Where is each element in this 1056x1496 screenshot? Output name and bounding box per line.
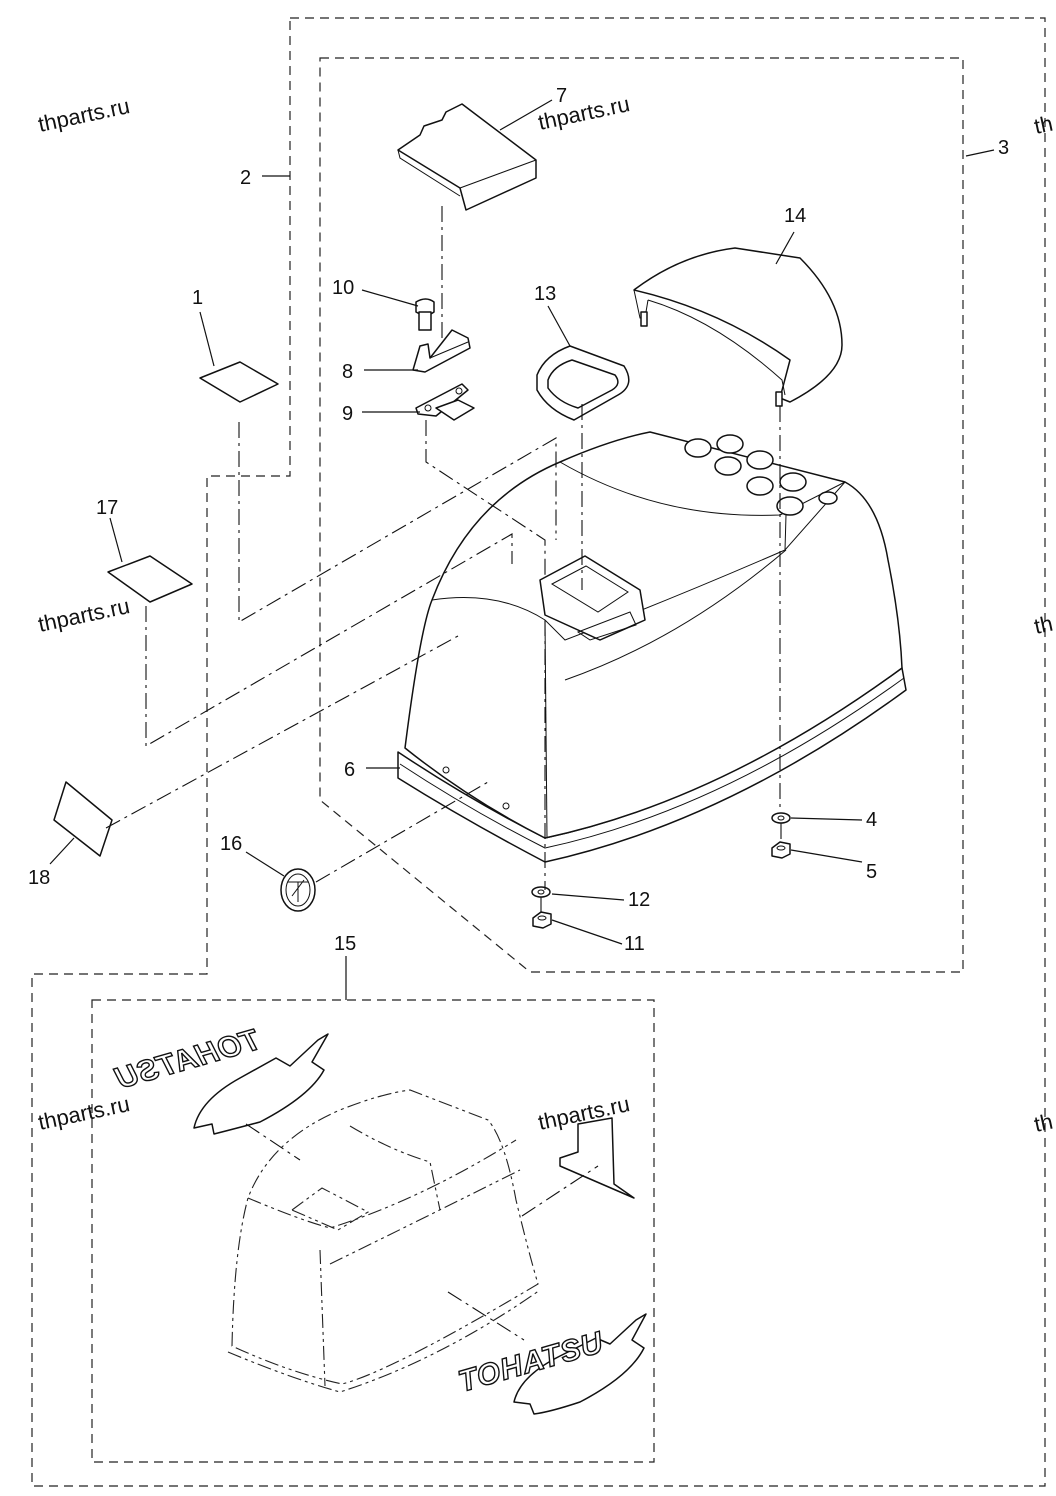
- callout-10: 10: [332, 277, 354, 299]
- watermark-text: thparts.ru: [36, 593, 132, 637]
- watermark-text-cropped: th: [1032, 111, 1055, 139]
- washer-part-4: [771, 812, 791, 824]
- leader-lines: [49, 99, 995, 1000]
- watermark-text: thparts.ru: [36, 1091, 132, 1135]
- plate-part-7: [397, 103, 537, 211]
- engine-cover-part-6: [397, 431, 907, 863]
- callout-9: 9: [342, 403, 353, 425]
- callout-11: 11: [624, 933, 645, 955]
- assembly-3-boundary: [319, 57, 964, 973]
- bracket-part-9: [415, 383, 475, 421]
- callout-17: 17: [96, 497, 118, 519]
- callout-14: 14: [784, 205, 806, 227]
- callout-18: 18: [28, 867, 50, 889]
- callout-13: 13: [534, 283, 556, 305]
- watermark-text: thparts.ru: [36, 93, 132, 137]
- callout-15: 15: [334, 933, 356, 955]
- callout-3: 3: [998, 137, 1009, 159]
- nut-part-11: [532, 911, 552, 929]
- callout-7: 7: [556, 85, 567, 107]
- callout-6: 6: [344, 759, 355, 781]
- nut-part-5: [771, 841, 791, 859]
- grommet-part-13: [536, 345, 630, 421]
- callout-1: 1: [192, 287, 203, 309]
- assembly-15-boundary: [91, 999, 655, 1463]
- assembly-2-boundary: [31, 17, 1046, 1487]
- callout-5: 5: [866, 861, 877, 883]
- rear-cover-part-14: [633, 247, 843, 407]
- callout-2: 2: [240, 167, 251, 189]
- label-part-1: [199, 361, 279, 403]
- watermark-text-cropped: th: [1032, 1109, 1055, 1137]
- watermark-text: thparts.ru: [536, 91, 632, 135]
- callout-8: 8: [342, 361, 353, 383]
- assembly-center-lines: [105, 206, 782, 914]
- vent-tubes: [684, 434, 838, 516]
- callout-labels: 1 2 3 4 5 6 7 8 9 10 11 12 13 14 15 16 1…: [28, 85, 1009, 955]
- callout-12: 12: [628, 889, 650, 911]
- label-part-18: [53, 781, 113, 857]
- label-part-17: [107, 555, 193, 603]
- callout-4: 4: [866, 809, 877, 831]
- washer-part-12: [531, 886, 551, 898]
- clip-part-8: [412, 329, 471, 373]
- bolt-part-10: [415, 298, 435, 331]
- watermark-text-cropped: th: [1032, 611, 1055, 639]
- decal-set-part-15: TOHATSU TOHATSU: [110, 1022, 647, 1415]
- emblem-part-16: [280, 868, 316, 912]
- callout-16: 16: [220, 833, 242, 855]
